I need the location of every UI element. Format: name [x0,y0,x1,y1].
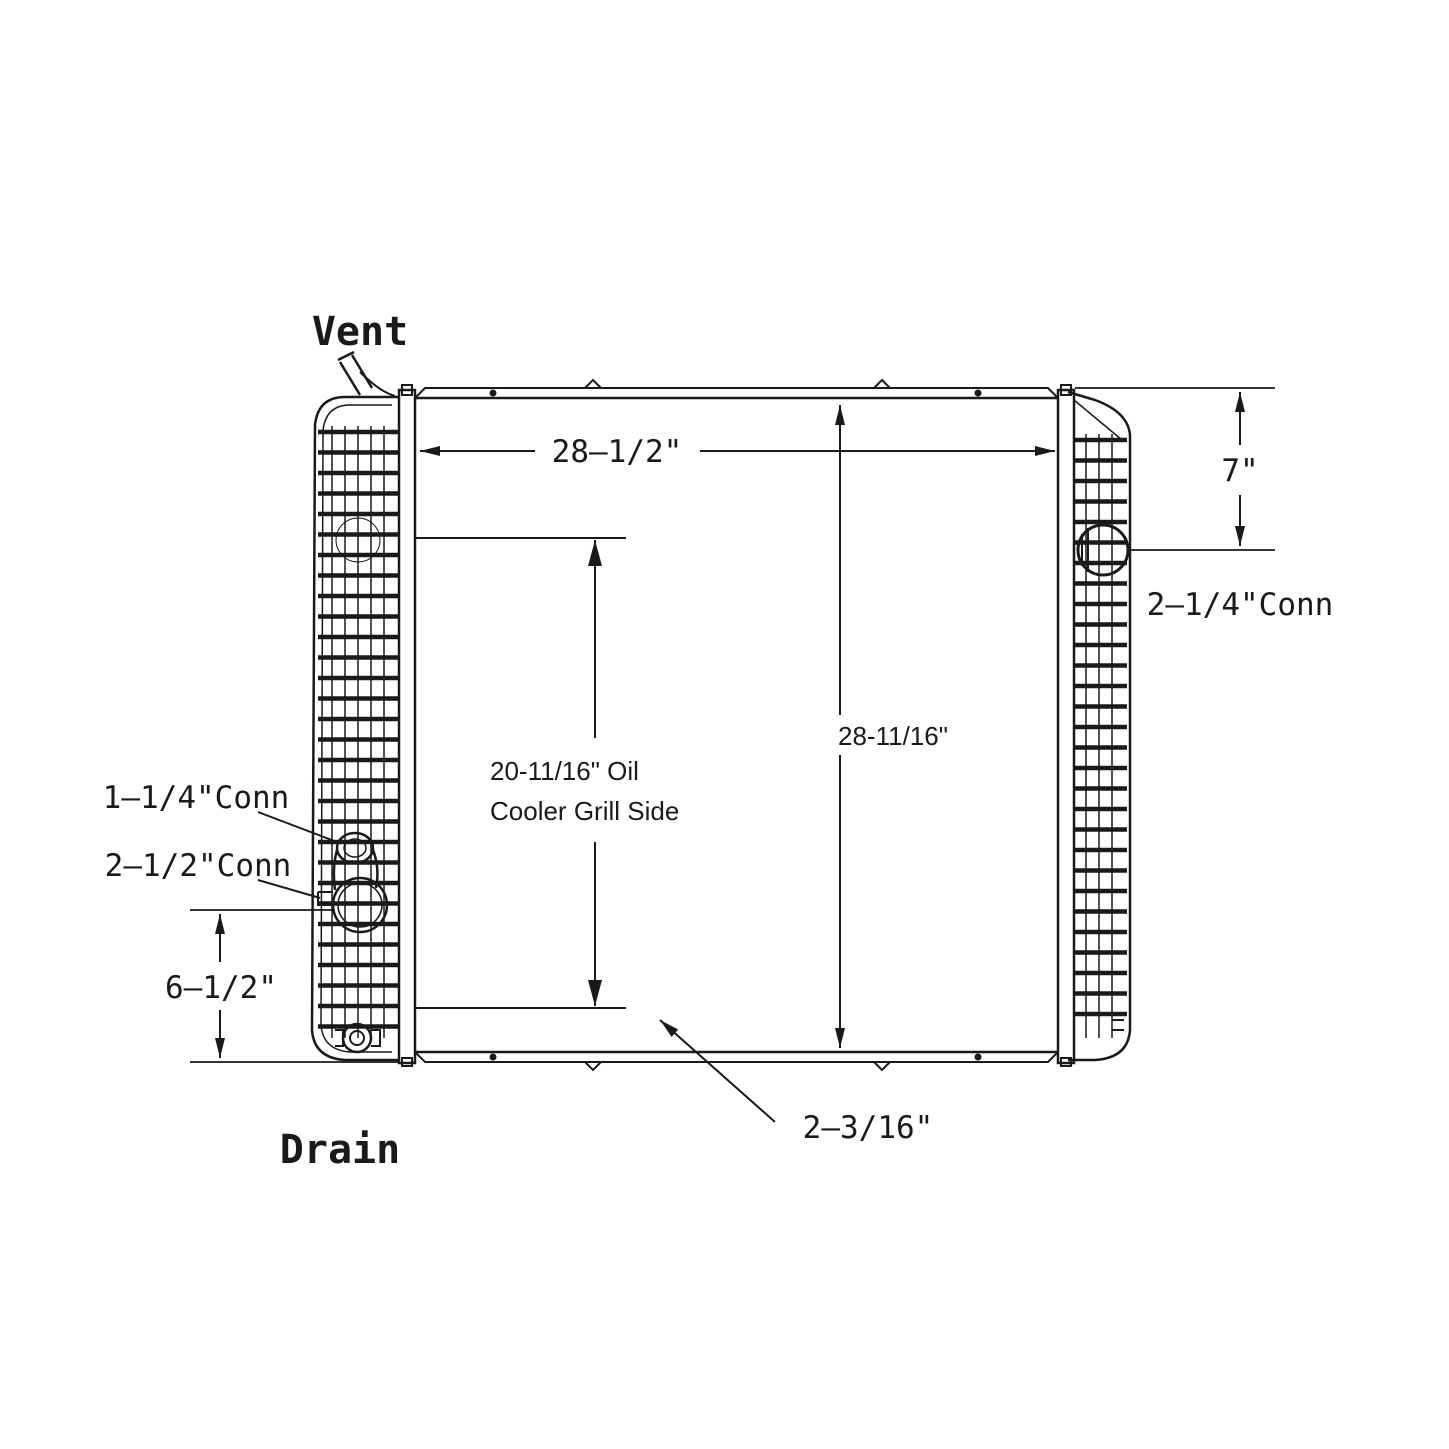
left-tank [310,395,400,1062]
inlet-outline [335,517,381,563]
oil-cooler-dimension: 20-11/16" Oil Cooler Grill Side [415,537,679,1009]
leader-small-conn [257,811,338,843]
right-conn-label: 2–1/4"Conn [1147,587,1334,623]
bottom-bracket [1112,1019,1124,1031]
leader-large-conn [257,879,321,899]
width-dimension: 28–1/2" [420,434,1055,470]
right-tank [1067,390,1132,1062]
drain-plug [335,1022,381,1054]
bottom-offset-dimension: 6–1/2" [165,909,398,1063]
bottom-offset-label: 6–1/2" [165,970,277,1006]
right-side-post [1056,384,1076,1067]
left-large-conn-label: 2–1/2"Conn [105,848,292,884]
oil-cooler-label-line1: 20-11/16" Oil [490,756,639,786]
top-offset-dimension: 7" [1075,387,1275,551]
left-outlet-connection [317,831,389,934]
right-connection [1076,523,1130,577]
top-rail [414,378,1059,400]
drain-label: Drain [280,1127,400,1173]
left-side-post [397,384,417,1067]
left-tank-fins [318,426,398,1038]
vent-label: Vent [312,309,408,355]
vent-fitting [337,350,396,397]
core-depth-label: 2–3/16" [803,1110,934,1146]
core-depth-dimension: 2–3/16" [659,1019,934,1146]
bottom-rail [414,1050,1059,1072]
top-offset-label: 7" [1221,453,1258,489]
height-dimension: 28-11/16" [835,405,948,1048]
right-tank-fins [1075,434,1127,1038]
width-label: 28–1/2" [552,434,683,470]
left-small-conn-label: 1–1/4"Conn [103,780,290,816]
height-label: 28-11/16" [838,721,948,751]
oil-cooler-label-line2: Cooler Grill Side [490,796,679,826]
